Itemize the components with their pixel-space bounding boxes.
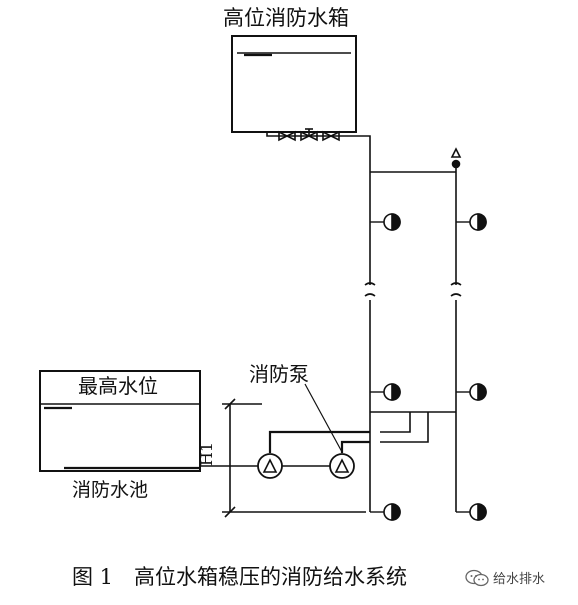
fire-pump-2-icon (329, 453, 355, 479)
return-line-1 (380, 412, 411, 433)
tank-outlet-pipe (266, 132, 371, 285)
hydrant-icon (383, 383, 401, 401)
gate-valve-icon (300, 128, 318, 142)
pump-leader-line (304, 383, 343, 453)
hydrant-icon (469, 383, 487, 401)
exhaust-valve-icon (450, 147, 462, 158)
check-valve-icon (322, 130, 340, 142)
pump1-discharge (268, 430, 370, 453)
watermark: 给水排水 (464, 568, 545, 587)
hydrant-icon (469, 503, 487, 521)
hydrant-icon (469, 213, 487, 231)
roof-tank (231, 35, 357, 133)
pipe-break-mark (450, 293, 462, 297)
pipe-break-mark (364, 282, 376, 286)
fire-pool (39, 370, 201, 472)
figure-caption: 图 1 高位水箱稳压的消防给水系统 (72, 565, 408, 589)
hydrant-branches (370, 221, 470, 513)
pump-label: 消防泵 (249, 362, 309, 386)
hydrant-heads (383, 213, 487, 521)
highest-level-label: 最高水位 (78, 374, 158, 398)
watermark-text: 给水排水 (493, 572, 546, 587)
wechat-icon (465, 569, 489, 586)
pipe-break-mark (364, 293, 376, 297)
hydrant-icon (383, 213, 401, 231)
pool-label: 消防水池 (72, 479, 149, 501)
hydrant-icon (383, 503, 401, 521)
fire-pump-1-icon (257, 453, 283, 479)
roof-tank-label: 高位消防水箱 (223, 6, 349, 30)
return-line-2 (380, 412, 429, 443)
check-valve-icon (278, 130, 296, 142)
pump2-discharge (340, 440, 370, 453)
height-label: H1 (197, 441, 217, 467)
pipe-break-mark (450, 282, 462, 286)
